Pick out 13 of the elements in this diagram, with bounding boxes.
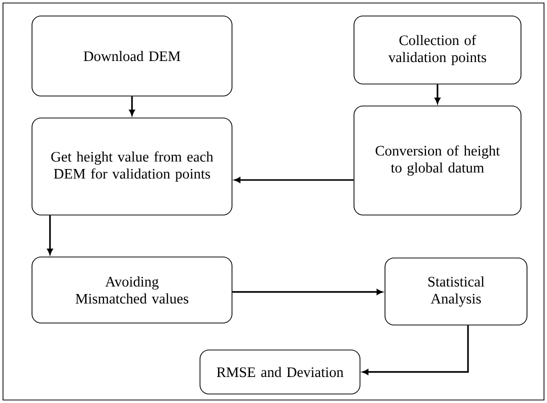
process-box: RMSE and Deviation <box>200 350 360 394</box>
arrow <box>234 177 354 183</box>
arrow <box>434 84 440 104</box>
arrow <box>129 96 135 116</box>
process-box: Download DEM <box>32 16 232 96</box>
arrow <box>232 289 383 295</box>
process-box: Statistical Analysis <box>384 258 528 326</box>
process-box: Conversion of height to global datum <box>354 106 522 216</box>
process-box: Get height value from each DEM for validation points <box>32 118 232 216</box>
process-box: Avoiding Mismatched values <box>32 256 232 324</box>
arrow <box>362 325 469 375</box>
arrow <box>47 215 53 255</box>
process-box: Collection of validation points <box>354 16 522 84</box>
